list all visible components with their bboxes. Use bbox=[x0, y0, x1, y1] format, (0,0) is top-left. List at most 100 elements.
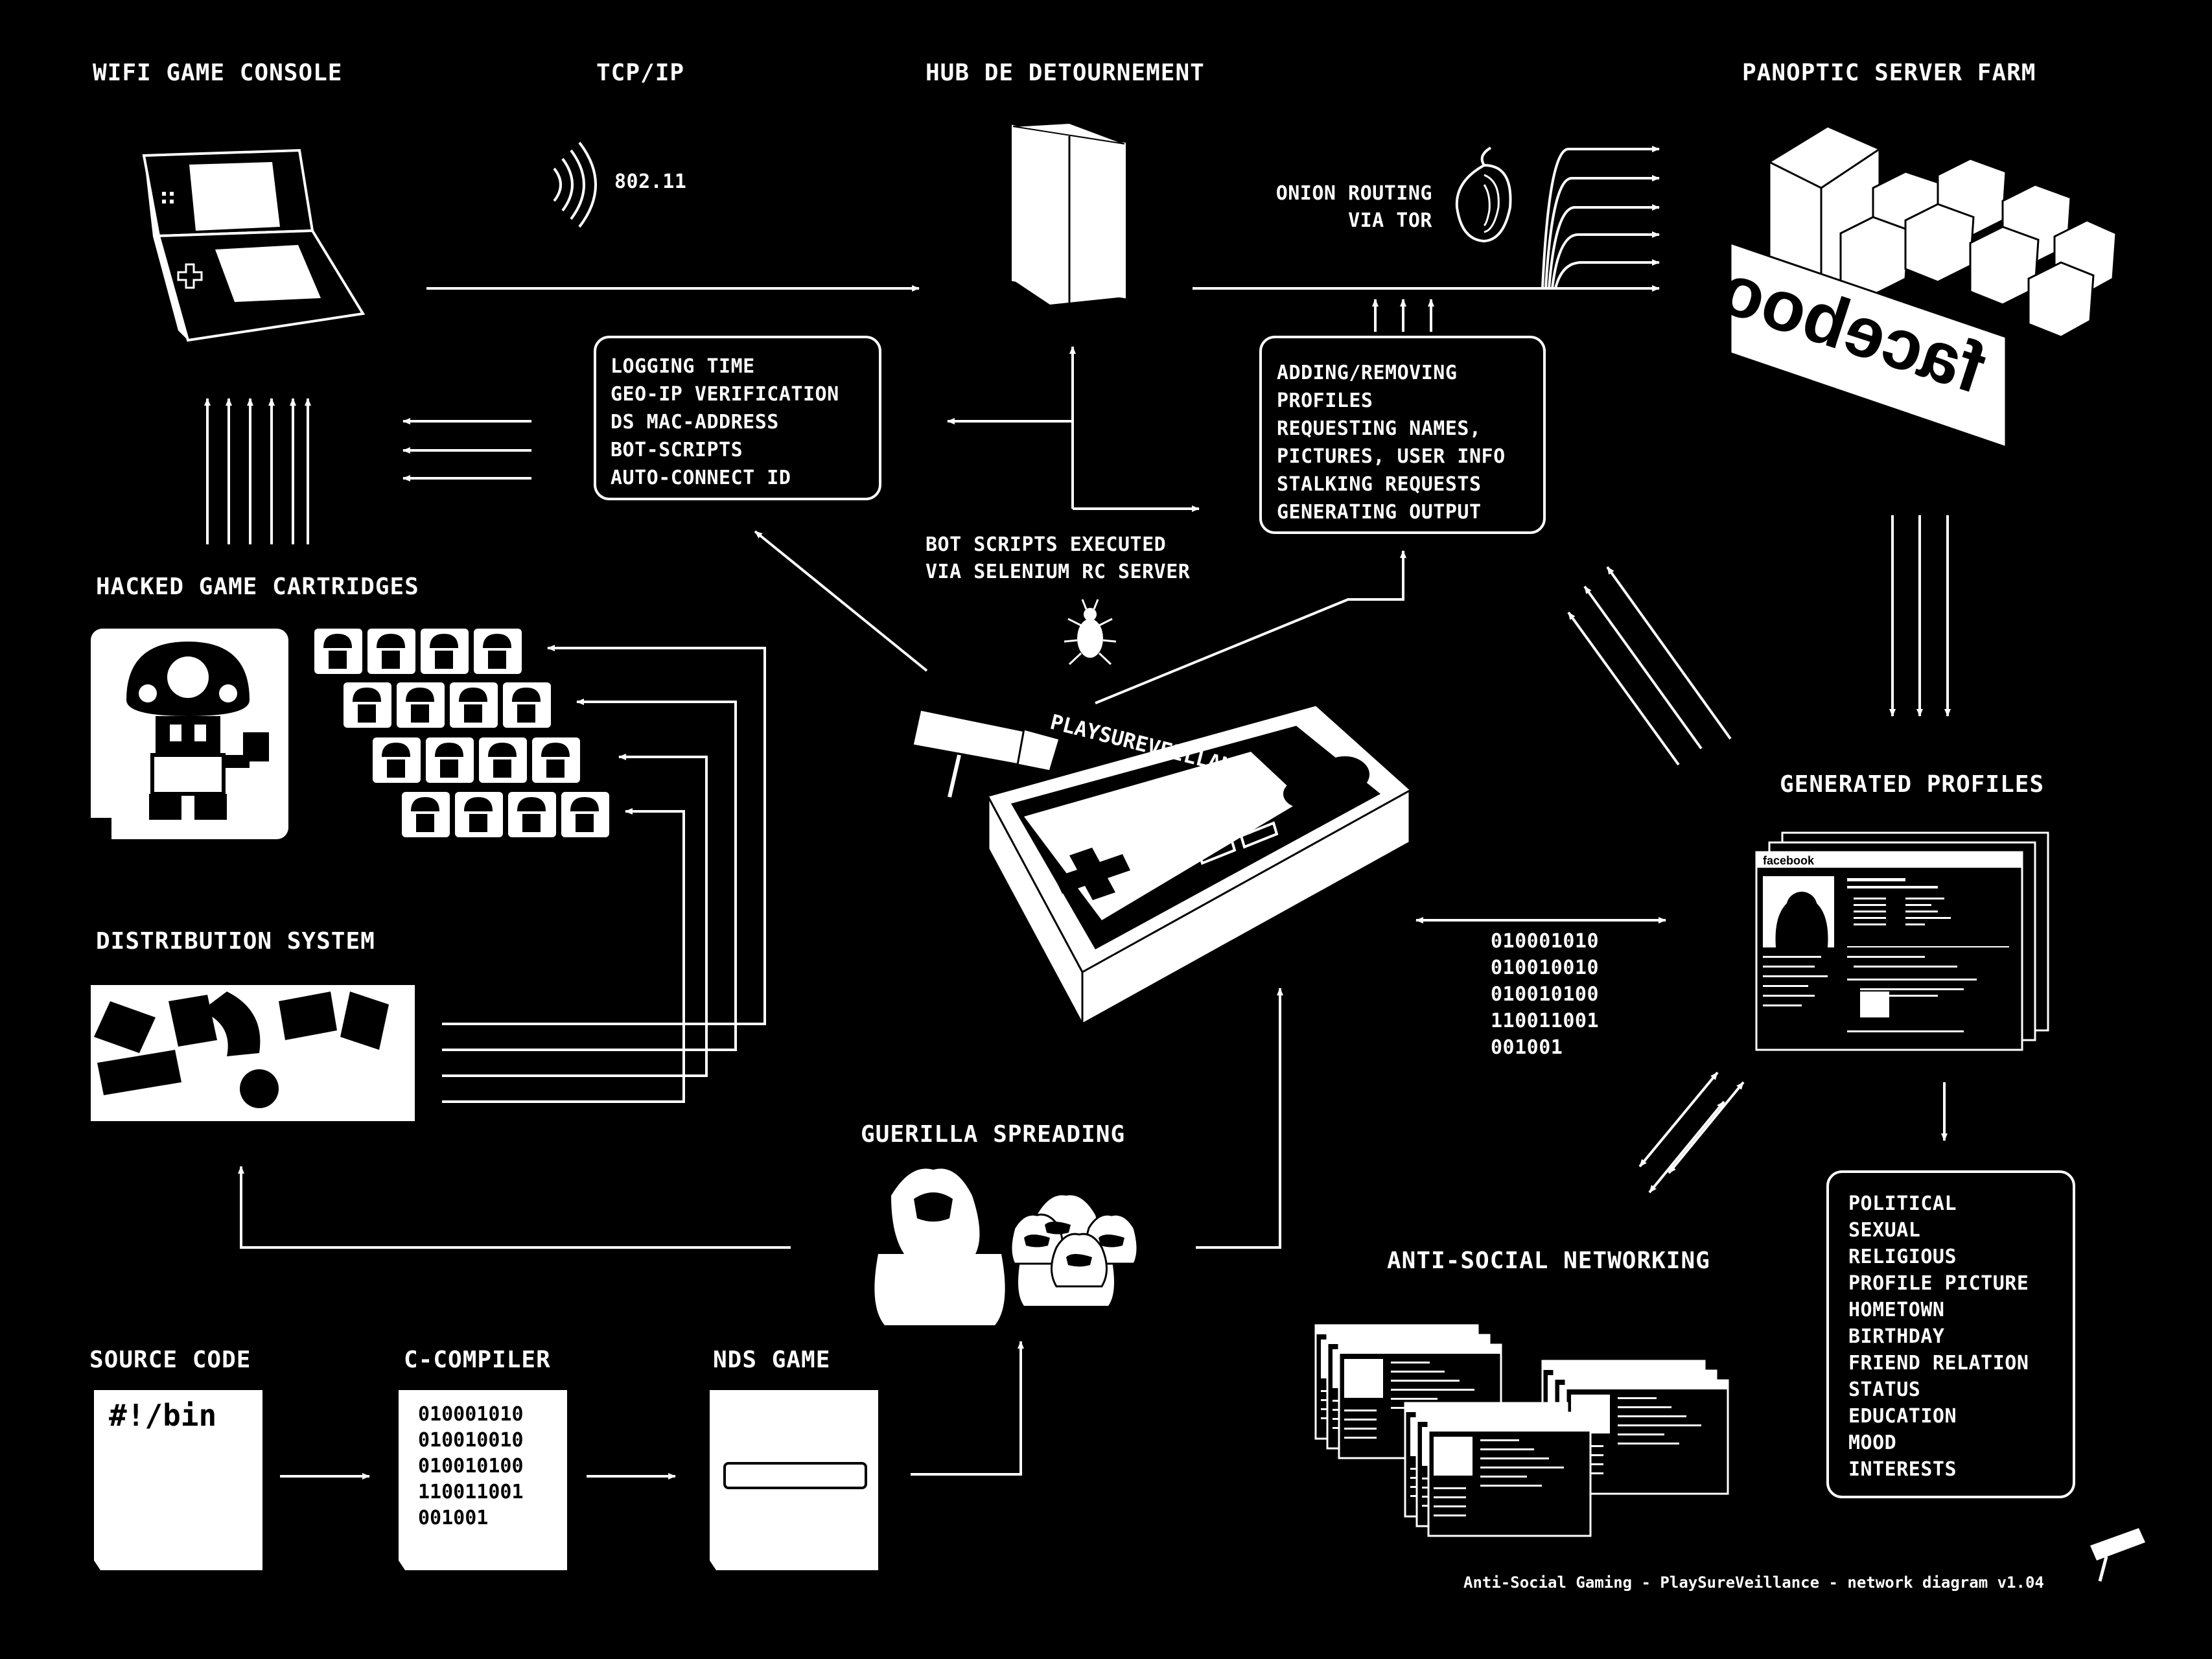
svg-text:MOOD: MOOD bbox=[1848, 1432, 1896, 1454]
nds-game-cartridge-icon bbox=[710, 1390, 878, 1570]
svg-text:#!/bin: #!/bin bbox=[109, 1398, 216, 1433]
profiles-to-farm-arrows bbox=[1567, 566, 1732, 766]
svg-text:HOMETOWN: HOMETOWN bbox=[1848, 1299, 1945, 1321]
svg-text:INTERESTS: INTERESTS bbox=[1848, 1458, 1957, 1481]
hooded-figures-icon bbox=[874, 1168, 1139, 1325]
title-hacked-game-cartridges: HACKED GAME CARTRIDGES bbox=[96, 574, 419, 600]
svg-text:010001010: 010001010 bbox=[1491, 930, 1599, 953]
svg-text:SEXUAL: SEXUAL bbox=[1848, 1219, 1920, 1242]
title-nds-game: NDS GAME bbox=[713, 1347, 830, 1373]
svg-text:010010010: 010010010 bbox=[418, 1429, 524, 1452]
svg-text:MediaMarkt: MediaMarkt bbox=[0, 1076, 91, 1128]
tor-label-line2: VIA TOR bbox=[1348, 209, 1432, 232]
svg-text:FRIEND RELATION: FRIEND RELATION bbox=[1848, 1352, 2029, 1375]
server-tower-icon bbox=[1012, 122, 1126, 305]
nintendo-ds-icon bbox=[142, 148, 366, 342]
bug-icon bbox=[1064, 599, 1117, 666]
wifi-signal-icon bbox=[553, 141, 597, 228]
bot-scripts-line2: VIA SELENIUM RC SERVER bbox=[926, 561, 1191, 583]
title-wifi-game-console: WIFI GAME CONSOLE bbox=[93, 60, 342, 86]
controller-to-boxes-arrows bbox=[754, 530, 1406, 704]
svg-text:010010100: 010010100 bbox=[1491, 983, 1599, 1006]
cartridge-tile bbox=[479, 737, 527, 783]
farm-to-profiles-arrows bbox=[1889, 515, 1951, 717]
logging-box-text: LOGGING TIME GEO-IP VERIFICATION DS MAC-… bbox=[611, 355, 839, 489]
title-c-compiler: C-COMPILER bbox=[404, 1347, 551, 1373]
svg-text:001001: 001001 bbox=[418, 1507, 488, 1529]
surveillance-camera-icon bbox=[2090, 1528, 2145, 1582]
logging-to-console-arrows bbox=[402, 418, 531, 481]
cartridge-tile bbox=[367, 629, 415, 674]
svg-text:LOGGING TIME: LOGGING TIME bbox=[611, 355, 755, 378]
svg-text:DS MAC-ADDRESS: DS MAC-ADDRESS bbox=[611, 411, 779, 434]
cartridge-tile bbox=[426, 737, 474, 783]
tor-label-line1: ONION ROUTING bbox=[1276, 182, 1432, 205]
tor-onion-icon bbox=[1455, 146, 1512, 243]
cartridge-tile bbox=[314, 629, 362, 674]
svg-text:STALKING REQUESTS: STALKING REQUESTS bbox=[1277, 473, 1482, 496]
cartridge-tile bbox=[508, 792, 556, 837]
svg-text:RELIGIOUS: RELIGIOUS bbox=[1848, 1246, 1957, 1268]
source-code-document-icon: #!/bin bbox=[94, 1390, 262, 1570]
title-generated-profiles: GENERATED PROFILES bbox=[1780, 771, 2044, 798]
wifi-label: 802.11 bbox=[614, 170, 686, 193]
cartridge-tile bbox=[397, 682, 445, 728]
binary-stream: 010001010 010010010 010010100 110011001 … bbox=[1491, 930, 1599, 1059]
svg-text:110011001: 110011001 bbox=[418, 1481, 524, 1503]
cartridges-to-console-arrows bbox=[204, 398, 311, 544]
server-farm-icon: facebook bbox=[1672, 125, 2117, 449]
title-panoptic-server-farm: PANOPTIC SERVER FARM bbox=[1742, 60, 2036, 86]
footer-caption: Anti-Social Gaming - PlaySureVeillance -… bbox=[1463, 1573, 2044, 1592]
logging-box bbox=[594, 336, 881, 500]
svg-text:ADDING/REMOVING: ADDING/REMOVING bbox=[1277, 362, 1457, 384]
title-anti-social-networking: ANTI-SOCIAL NETWORKING bbox=[1387, 1247, 1710, 1274]
svg-text:010010010: 010010010 bbox=[1491, 957, 1599, 979]
cartridge-tile bbox=[474, 629, 522, 674]
svg-text:GEO-IP VERIFICATION: GEO-IP VERIFICATION bbox=[611, 383, 839, 406]
controller-camera-icon: PLAYSUREVEILLANCE bbox=[911, 706, 1411, 1026]
bot-scripts-line1: BOT SCRIPTS EXECUTED bbox=[926, 533, 1166, 556]
toad-cartridge-icon bbox=[91, 629, 288, 839]
title-guerilla-spreading: GUERILLA SPREADING bbox=[861, 1121, 1125, 1148]
profile-fields-list: POLITICAL SEXUAL RELIGIOUS PROFILE PICTU… bbox=[1848, 1192, 2029, 1481]
svg-text:110011001: 110011001 bbox=[1491, 1010, 1599, 1032]
hub-connector-arrows bbox=[947, 346, 1200, 512]
svg-text:EDUCATION: EDUCATION bbox=[1848, 1405, 1957, 1428]
title-hub-de-detournement: HUB DE DETOURNEMENT bbox=[926, 60, 1205, 86]
svg-text:010001010: 010001010 bbox=[418, 1403, 524, 1426]
profile-fields-box bbox=[1826, 1170, 2075, 1498]
distribution-to-cartridges-arrows bbox=[442, 645, 766, 1103]
cartridge-tile bbox=[450, 682, 498, 728]
title-distribution-system: DISTRIBUTION SYSTEM bbox=[96, 928, 375, 955]
svg-text:PICTURES, USER INFO: PICTURES, USER INFO bbox=[1277, 445, 1506, 468]
svg-text:REQUESTING NAMES,: REQUESTING NAMES, bbox=[1277, 417, 1482, 440]
tor-branch-arrows bbox=[1541, 146, 1660, 289]
cartridge-tile bbox=[532, 737, 580, 783]
svg-text:GENERATING OUTPUT: GENERATING OUTPUT bbox=[1277, 501, 1482, 524]
svg-text:001001: 001001 bbox=[1491, 1036, 1563, 1059]
title-tcp-ip: TCP/IP bbox=[596, 60, 684, 86]
cartridge-tile bbox=[343, 682, 391, 728]
title-source-code: SOURCE CODE bbox=[89, 1347, 251, 1373]
compiler-document-icon: 010001010 010010010 010010100 110011001 … bbox=[399, 1390, 567, 1570]
mini-profile-page bbox=[1565, 1379, 1729, 1495]
actions-box bbox=[1259, 336, 1546, 534]
cartridge-tile bbox=[373, 737, 421, 783]
cartridge-grid bbox=[314, 629, 609, 837]
antisocial-pages-group bbox=[1314, 1324, 1729, 1537]
svg-text:facebook: facebook bbox=[1763, 854, 1815, 867]
actions-to-hub-arrows bbox=[1372, 299, 1434, 332]
svg-text:PROFILES: PROFILES bbox=[1277, 389, 1373, 412]
cartridge-tile bbox=[503, 682, 551, 728]
guerilla-arrows bbox=[238, 988, 1283, 1476]
svg-text:010010100: 010010100 bbox=[418, 1455, 524, 1478]
profiles-antisocial-arrows bbox=[1638, 1071, 1745, 1194]
svg-text:BOT-SCRIPTS: BOT-SCRIPTS bbox=[611, 439, 743, 461]
cartridge-tile bbox=[421, 629, 469, 674]
actions-box-text: ADDING/REMOVING PROFILES REQUESTING NAME… bbox=[1277, 362, 1506, 524]
svg-text:AUTO-CONNECT ID: AUTO-CONNECT ID bbox=[611, 467, 791, 489]
svg-text:PROFILE PICTURE: PROFILE PICTURE bbox=[1848, 1272, 2029, 1295]
profile-page-icon: facebook bbox=[1755, 831, 2049, 1051]
mini-profile-page bbox=[1427, 1421, 1592, 1537]
cartridge-tile bbox=[402, 792, 450, 837]
